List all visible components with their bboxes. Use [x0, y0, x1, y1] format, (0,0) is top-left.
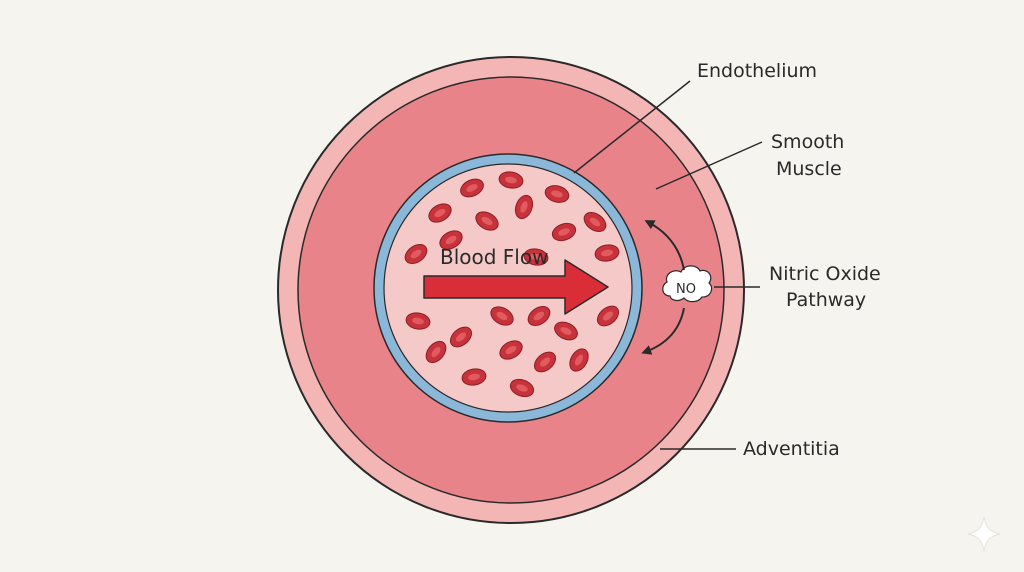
- red-blood-cell-center: [481, 216, 493, 226]
- red-blood-cell-center: [589, 217, 601, 227]
- endothelium-label: Endothelium: [697, 60, 817, 82]
- red-blood-cell-center: [466, 184, 478, 192]
- blood-flow-label: Blood Flow: [440, 245, 548, 269]
- red-blood-cell-center: [431, 346, 441, 358]
- smooth-muscle-label-line1: Smooth: [771, 131, 844, 153]
- red-blood-cell-center: [434, 208, 446, 218]
- smooth-muscle-leader: [655, 141, 763, 190]
- red-blood-cell-center: [496, 311, 508, 321]
- red-blood-cell-center: [530, 253, 542, 261]
- no-molecule-label: NO: [676, 282, 696, 297]
- red-blood-cell-center: [551, 190, 563, 198]
- sparkle-icon: [967, 516, 1001, 552]
- blood-flow-arrow: [423, 259, 609, 315]
- red-blood-cell-center: [412, 317, 424, 325]
- red-blood-cell-center: [468, 373, 480, 381]
- no-arrow-down: [641, 307, 685, 355]
- endothelium-leader: [573, 80, 691, 174]
- red-blood-cell-center: [601, 249, 613, 257]
- red-blood-cell-center: [520, 201, 528, 213]
- red-blood-cell-center: [558, 228, 570, 236]
- red-blood-cell-center: [445, 235, 457, 245]
- red-blood-cell-center: [602, 311, 614, 321]
- red-blood-cells: [404, 171, 620, 398]
- red-blood-cell-center: [533, 311, 545, 321]
- red-blood-cell-center: [505, 345, 517, 355]
- red-blood-cell-center: [516, 384, 528, 392]
- red-blood-cell-center: [560, 327, 572, 335]
- smooth-muscle-label-line2: Muscle: [776, 158, 842, 180]
- adventitia-label: Adventitia: [743, 438, 840, 460]
- red-blood-cell-center: [455, 332, 467, 342]
- nitric-oxide-label-line1: Nitric Oxide: [769, 263, 881, 285]
- nitric-oxide-label-line2: Pathway: [786, 289, 866, 311]
- red-blood-cell-center: [410, 249, 422, 259]
- red-blood-cell-center: [505, 176, 517, 184]
- no-arrow-up: [644, 220, 685, 271]
- red-blood-cell-center: [539, 357, 551, 367]
- nitric-oxide-cloud: [662, 265, 713, 303]
- red-blood-cell-center: [574, 354, 584, 366]
